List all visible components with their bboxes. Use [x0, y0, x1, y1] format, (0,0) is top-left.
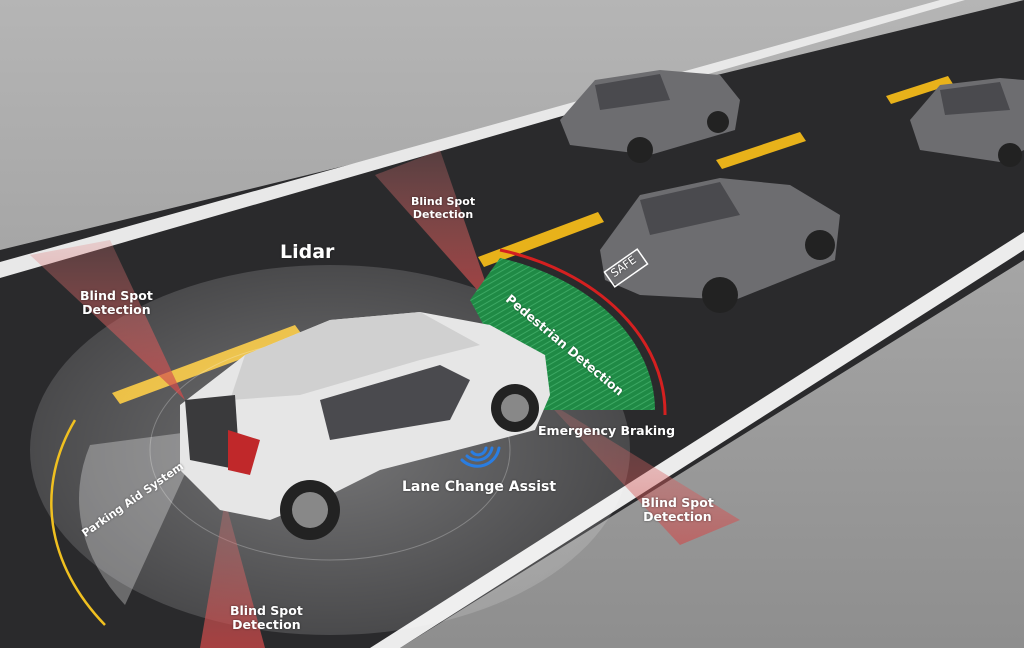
blind-spot-beam-bottom [200, 500, 265, 648]
car-far [560, 70, 740, 163]
lidar-title: Lidar [280, 241, 335, 263]
label-blind-spot-top: Blind Spot Detection [411, 195, 476, 221]
car-middle [600, 178, 840, 313]
label-blind-spot-right: Blind Spot Detection [641, 495, 714, 525]
road-edge-line-top [0, 0, 965, 278]
label-blind-spot-left: Blind Spot Detection [80, 288, 153, 318]
ego-car [180, 312, 550, 540]
parking-aid-arc [50, 419, 106, 626]
car-far-right [910, 78, 1024, 167]
blind-spot-beam-right [545, 400, 740, 545]
emergency-braking-arc [499, 248, 667, 416]
label-blind-spot-bottom: Blind Spot Detection [230, 603, 303, 633]
label-emergency-braking: Emergency Braking [538, 423, 676, 438]
blind-spot-beam-top [375, 150, 495, 310]
safe-badge [603, 248, 649, 288]
label-lane-change-assist: Lane Change Assist [402, 479, 557, 495]
wifi-signal-icon [460, 446, 501, 468]
blind-spot-beam-left [30, 240, 185, 400]
parking-aid-zone [79, 430, 205, 605]
